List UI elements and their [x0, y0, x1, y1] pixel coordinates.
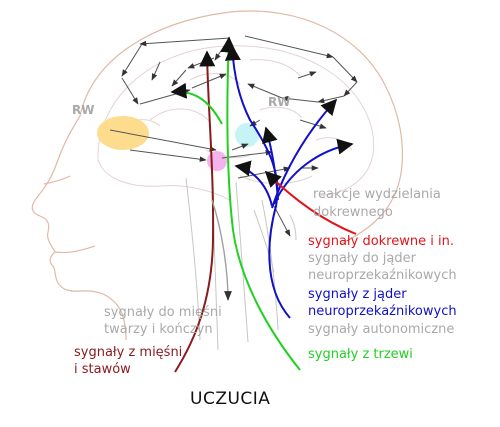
- autonomic-signals-line-1: sygnały autonomiczne: [308, 322, 454, 337]
- blue-region: [235, 123, 259, 147]
- from-viscera-label: sygnały z trzewi: [308, 347, 413, 362]
- from-neurotransmitter-nuclei-label: sygnały z jąder neuroprzekaźnikowych: [308, 287, 457, 319]
- from-muscles-label: sygnały z mięśni i stawów: [74, 345, 186, 377]
- muscle-signal-path: [174, 50, 216, 373]
- rw-label-front: RW: [72, 103, 94, 117]
- from-muscles-line-1: sygnały z mięśni: [74, 345, 182, 360]
- to-neurotransmitter-nuclei-line-1: sygnały do jąder: [308, 251, 417, 266]
- from-neurotransmitter-nuclei-line-2: neuroprzekaźnikowych: [308, 304, 457, 319]
- visceral-signal-paths: [170, 36, 301, 371]
- cortical-arrows: [109, 35, 358, 237]
- pink-region: [207, 151, 227, 171]
- to-neurotransmitter-nuclei-label: sygnały do jąder neuroprzekaźnikowych: [308, 251, 457, 283]
- endocrine-reactions-line-2: dokrewnego: [313, 205, 393, 220]
- from-muscles-line-2: i stawów: [74, 362, 131, 377]
- neurotransmitter-signal-paths: [224, 44, 354, 319]
- muscle-command-path: [211, 199, 232, 301]
- endocrine-reactions-line-1: reakcje wydzielania: [313, 187, 441, 202]
- to-muscles-line-1: sygnały do mięśni: [104, 305, 222, 320]
- endocrine-reactions-label: reakcje wydzielania dokrewnego: [313, 187, 445, 220]
- autonomic-signals-label: sygnały autonomiczne: [308, 322, 454, 337]
- from-neurotransmitter-nuclei-line-1: sygnały z jąder: [308, 287, 407, 302]
- head-outline: [31, 10, 403, 341]
- endocrine-signals-line-1: sygnały dokrewne i in.: [308, 234, 454, 249]
- rw-region: [97, 116, 149, 150]
- rw-label-back: RW: [268, 95, 290, 109]
- to-muscles-line-2: twarzy i kończyn: [104, 322, 213, 337]
- endocrine-signals-label: sygnały dokrewne i in.: [308, 234, 454, 249]
- from-viscera-line-1: sygnały z trzewi: [308, 347, 413, 362]
- endocrine-signal-path: [264, 170, 357, 235]
- to-muscles-label: sygnały do mięśni twarzy i kończyn: [104, 305, 226, 337]
- to-neurotransmitter-nuclei-line-2: neuroprzekaźnikowych: [308, 268, 457, 283]
- diagram-title: UCZUCIA: [190, 389, 270, 409]
